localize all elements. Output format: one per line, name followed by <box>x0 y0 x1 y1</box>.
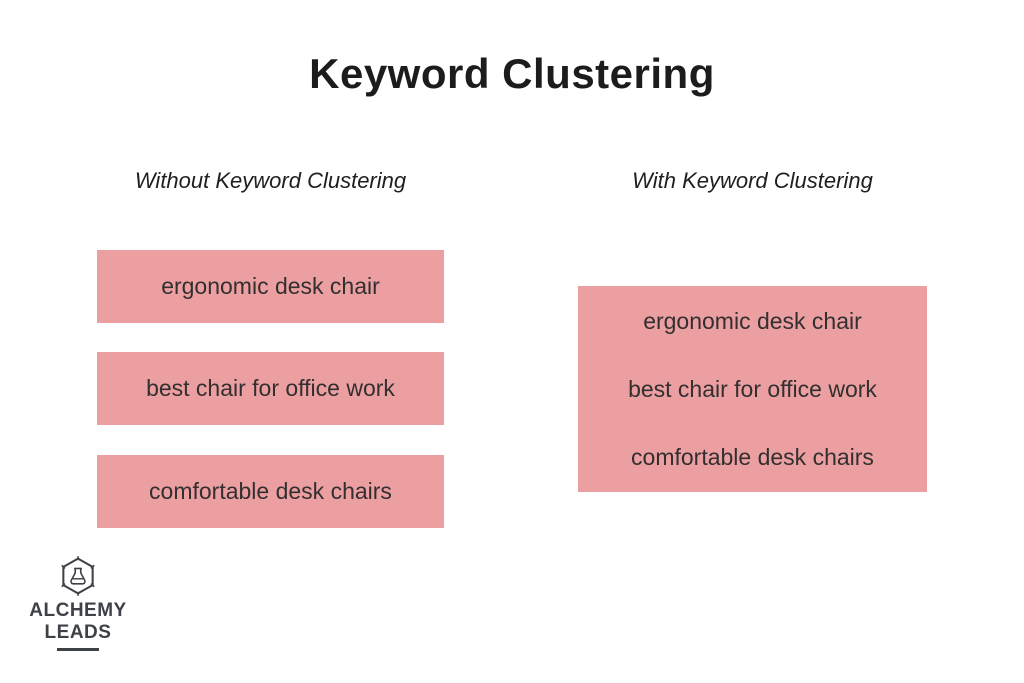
logo-text-leads: LEADS <box>44 622 112 643</box>
cluster-keyword: comfortable desk chairs <box>631 444 874 470</box>
keyword-box-comfortable-desk-chairs: comfortable desk chairs <box>97 455 444 528</box>
logo-text-alchemy: ALCHEMY <box>29 600 127 621</box>
page-title: Keyword Clustering <box>309 50 715 97</box>
right-column-heading: With Keyword Clustering <box>632 168 873 193</box>
cluster-keyword: best chair for office work <box>628 376 877 402</box>
flask-hexagon-icon <box>61 556 95 596</box>
alchemy-leads-logo: ALCHEMY LEADS <box>28 556 128 651</box>
cluster-keyword: ergonomic desk chair <box>643 308 862 334</box>
logo-underline <box>57 648 99 651</box>
clustered-keywords-box: ergonomic desk chair best chair for offi… <box>578 286 927 492</box>
keyword-box-best-chair-for-office-work: best chair for office work <box>97 352 444 425</box>
keyword-box-ergonomic-desk-chair: ergonomic desk chair <box>97 250 444 323</box>
left-column-heading: Without Keyword Clustering <box>134 168 407 193</box>
